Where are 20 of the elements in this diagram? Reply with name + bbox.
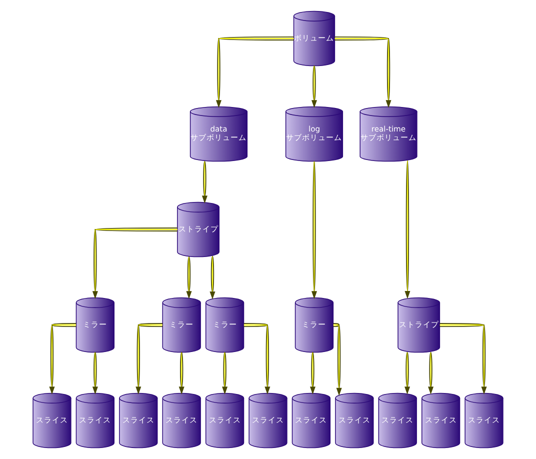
arrow	[210, 256, 216, 300]
arrow	[439, 323, 487, 395]
arrow	[216, 36, 294, 108]
arrow	[243, 323, 270, 395]
arrow	[404, 160, 410, 299]
arrow	[311, 65, 317, 108]
arrow	[311, 160, 317, 300]
arrow	[92, 228, 178, 300]
arrow	[49, 323, 77, 395]
arrow	[310, 352, 316, 395]
arrow	[428, 352, 434, 395]
arrow	[332, 323, 342, 396]
arrow	[334, 36, 392, 108]
arrow	[186, 256, 192, 300]
arrow	[202, 160, 208, 204]
arrow	[92, 352, 98, 395]
arrow	[222, 352, 228, 395]
arrow	[136, 323, 163, 395]
arrow	[178, 352, 184, 395]
arrow	[404, 352, 410, 395]
